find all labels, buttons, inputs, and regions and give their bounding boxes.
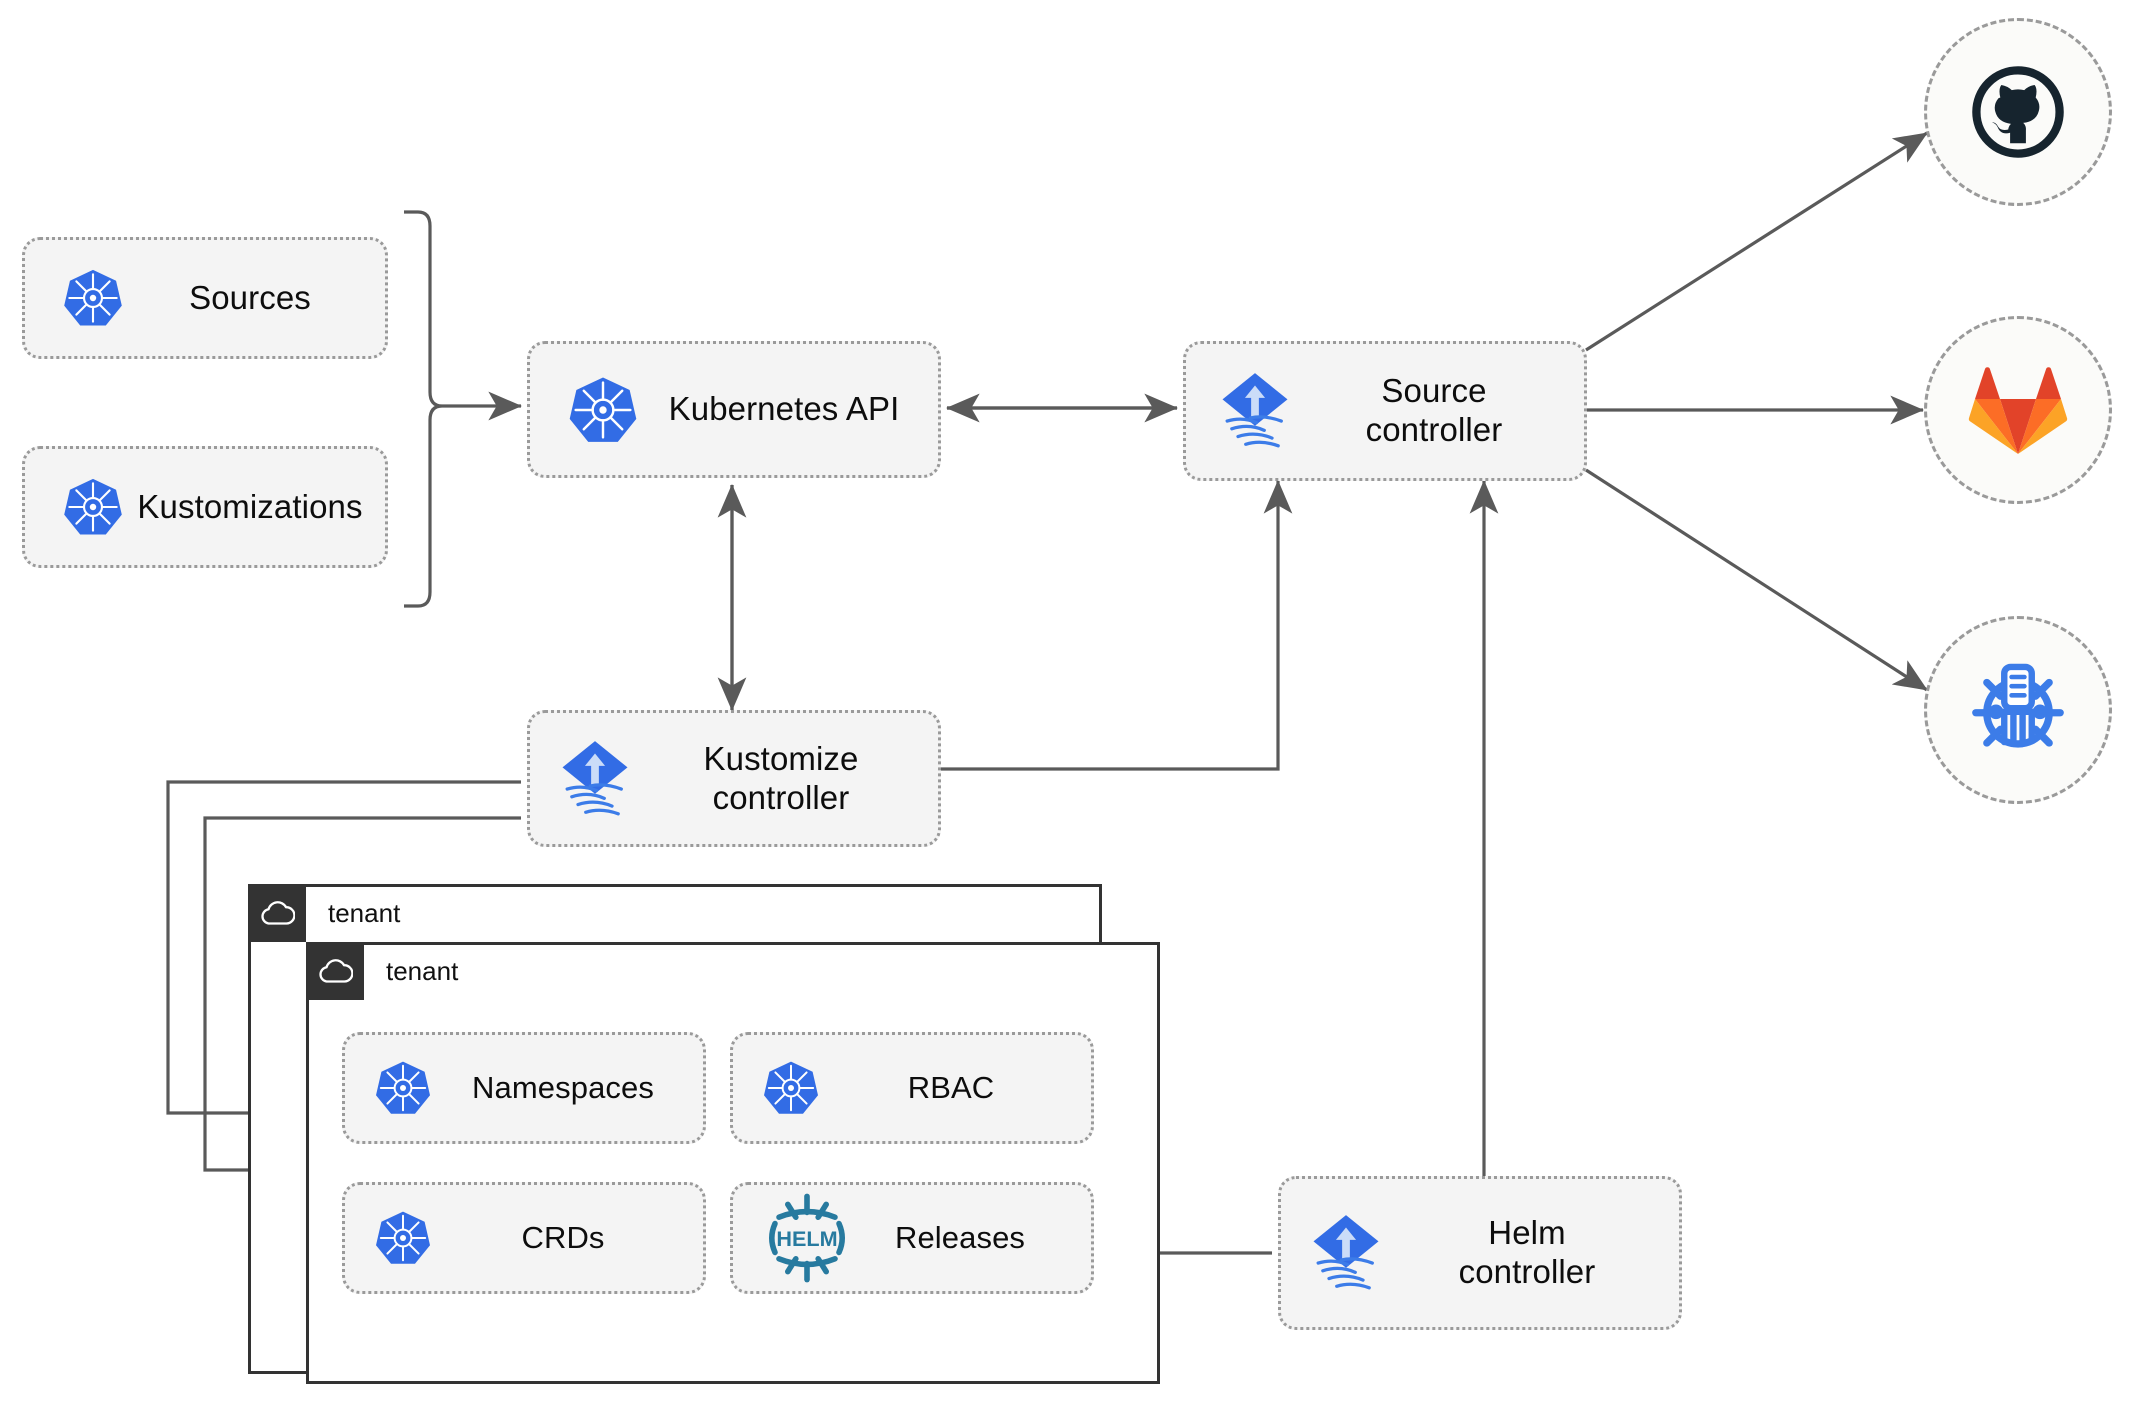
tenant-resource-crds[interactable]: CRDs xyxy=(342,1182,706,1294)
kubernetes-icon xyxy=(373,1058,433,1118)
cloud-icon xyxy=(306,942,364,1000)
node-label-kustomize-controller: Kustomize controller xyxy=(703,739,859,816)
node-kubernetes-api[interactable]: Kubernetes API xyxy=(527,341,941,478)
node-label-kubernetes-api: Kubernetes API xyxy=(668,390,900,428)
wire-kustomize-to-source-controller xyxy=(941,480,1293,771)
helm-chart-repository-icon xyxy=(1972,663,2064,748)
tenant-container-front: tenant xyxy=(306,942,1160,1384)
tenant-resource-label-namespaces: Namespaces xyxy=(472,1069,654,1105)
tenant-front-label: tenant xyxy=(386,955,459,986)
flux-icon xyxy=(556,738,634,820)
resource-label-sources: Sources xyxy=(189,278,311,316)
github-icon xyxy=(1972,66,2064,158)
tenant-resource-label-releases: Releases xyxy=(894,1219,1026,1255)
wire-source-controller-to-github xyxy=(1585,131,1928,352)
kubernetes-icon xyxy=(61,475,125,539)
kubernetes-icon xyxy=(761,1058,821,1118)
node-source-controller[interactable]: Source controller xyxy=(1183,341,1587,481)
kubernetes-icon xyxy=(373,1208,433,1268)
tenant-resource-releases[interactable]: HELM Releases xyxy=(730,1182,1094,1294)
tenant-front-header: tenant xyxy=(306,942,458,1000)
helm-icon: HELM xyxy=(759,1190,855,1286)
kubernetes-icon xyxy=(566,373,640,447)
wire-source-controller-to-helm-repo xyxy=(1585,468,1928,692)
tenant-back-label: tenant xyxy=(328,897,401,928)
node-label-helm-controller: Helm controller xyxy=(1458,1214,1596,1290)
wire-kustomize-to-tenant-back xyxy=(166,780,521,1128)
provider-github[interactable] xyxy=(1924,18,2112,206)
tenant-back-header: tenant xyxy=(248,884,400,942)
tenant-resource-label-rbac: RBAC xyxy=(907,1069,995,1105)
helm-wordmark: HELM xyxy=(776,1226,837,1251)
gitlab-icon xyxy=(1968,367,2068,454)
provider-gitlab[interactable] xyxy=(1924,316,2112,504)
provider-helm-repository[interactable] xyxy=(1924,616,2112,804)
resource-node-kustomizations[interactable]: Kustomizations xyxy=(22,446,388,568)
node-label-source-controller: Source controller xyxy=(1365,372,1503,448)
node-kustomize-controller[interactable]: Kustomize controller xyxy=(527,710,941,847)
tenant-resource-label-crds: CRDs xyxy=(521,1219,605,1255)
resource-label-kustomizations: Kustomizations xyxy=(137,487,363,525)
wire-resources-bracket xyxy=(404,210,443,608)
resource-node-sources[interactable]: Sources xyxy=(22,237,388,359)
kubernetes-icon xyxy=(61,266,125,330)
cloud-icon xyxy=(248,884,306,942)
flux-icon xyxy=(1307,1212,1385,1294)
node-helm-controller[interactable]: Helm controller xyxy=(1278,1176,1682,1330)
tenant-resource-rbac[interactable]: RBAC xyxy=(730,1032,1094,1144)
flux-icon xyxy=(1216,370,1294,452)
tenant-resource-namespaces[interactable]: Namespaces xyxy=(342,1032,706,1144)
